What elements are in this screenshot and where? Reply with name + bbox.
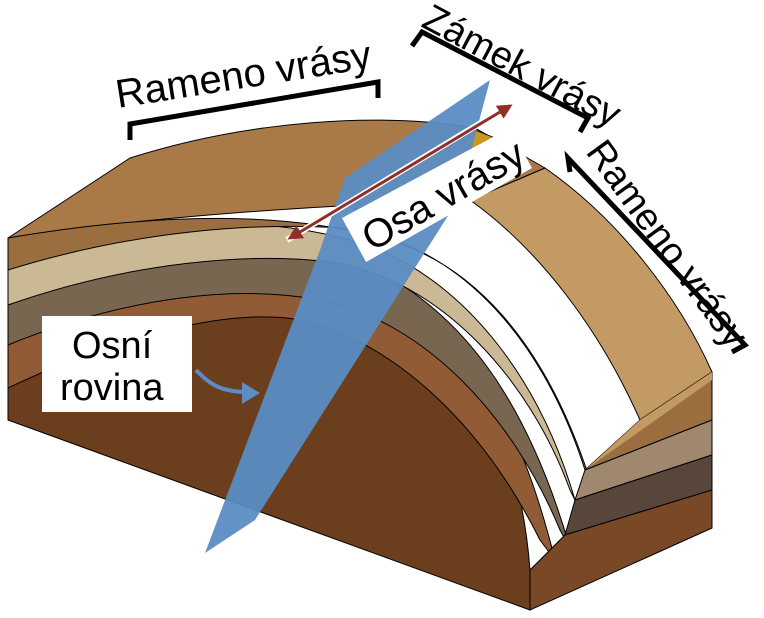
hinge-bracket — [409, 28, 592, 134]
fold-axis-label-bg — [342, 128, 532, 262]
limb-left-bracket — [127, 79, 381, 140]
axial-plane-label-line2: rovina — [60, 367, 164, 409]
limb-right-bracket — [564, 150, 750, 355]
right-block-face-bottom — [529, 489, 713, 611]
fold-axis-arrow — [287, 104, 513, 240]
axial-plane-label-bg — [42, 316, 192, 412]
axial-plane-label-line1: Osní — [72, 325, 153, 367]
axial-plane-pointer — [194, 368, 249, 394]
axial-plane-pointer-head — [242, 382, 260, 404]
right-block-side — [585, 372, 712, 470]
right-block-top — [468, 167, 713, 421]
